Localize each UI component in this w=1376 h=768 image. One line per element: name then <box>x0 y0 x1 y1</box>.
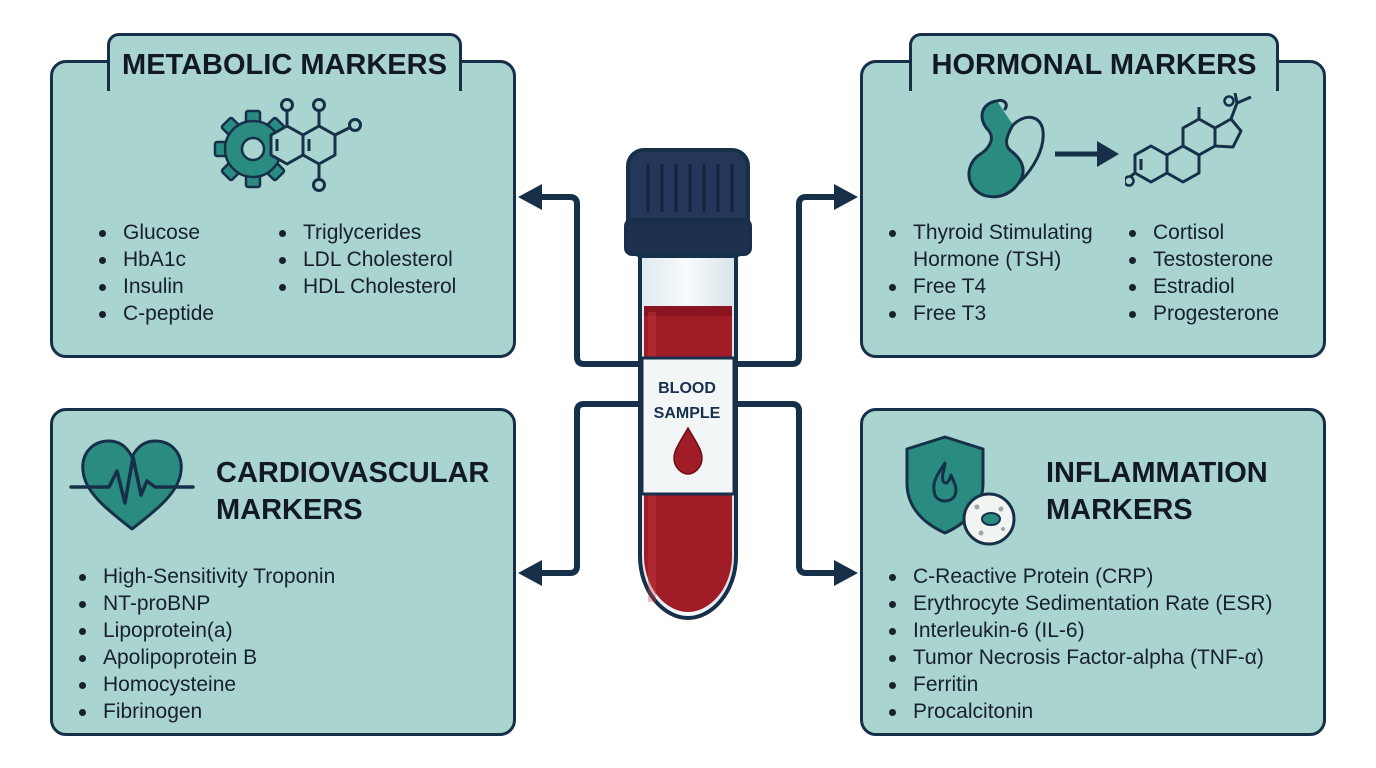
list-item: C-Reactive Protein (CRP) <box>889 563 1272 590</box>
list-item: Glucose <box>99 219 214 246</box>
arrowhead-metabolic <box>518 184 542 210</box>
gear-molecule-icon <box>213 98 362 192</box>
list-item: Erythrocyte Sedimentation Rate (ESR) <box>889 590 1272 617</box>
list-item: NT-proBNP <box>79 590 335 617</box>
list-item: HDL Cholesterol <box>279 273 456 300</box>
metabolic-list-col1: Glucose HbA1c Insulin C-peptide <box>99 219 214 327</box>
cardiovascular-list: High-Sensitivity Troponin NT-proBNP Lipo… <box>79 563 335 725</box>
hormonal-list-col2: Cortisol Testosterone Estradiol Progeste… <box>1129 219 1279 327</box>
arrowhead-cardio <box>518 560 542 586</box>
list-item: Cortisol <box>1129 219 1279 246</box>
metabolic-list-col2: Triglycerides LDL Cholesterol HDL Choles… <box>279 219 456 300</box>
arrow-to-inflam <box>731 401 839 576</box>
hormonal-title: HORMONAL MARKERS <box>909 33 1279 91</box>
list-item: Insulin <box>99 273 214 300</box>
tube-label-line: SAMPLE <box>653 405 721 422</box>
hormonal-markers-panel: HORMONAL MARKERS Thyroid Stimulating Hor… <box>860 33 1326 358</box>
metabolic-title: METABOLIC MARKERS <box>107 33 462 91</box>
list-item: Apolipoprotein B <box>79 644 335 671</box>
list-item: Homocysteine <box>79 671 335 698</box>
list-item: Free T3 <box>889 300 1123 327</box>
list-item: HbA1c <box>99 246 214 273</box>
list-item: Procalcitonin <box>889 698 1272 725</box>
shield-flame-cell-icon <box>905 435 1016 546</box>
heart-pulse-icon <box>69 439 195 531</box>
list-item: Testosterone <box>1129 246 1279 273</box>
list-item: Triglycerides <box>279 219 456 246</box>
list-item: Tumor Necrosis Factor-alpha (TNF-α) <box>889 644 1272 671</box>
list-item: Lipoprotein(a) <box>79 617 335 644</box>
inflammation-title: INFLAMMATION MARKERS <box>1046 455 1268 529</box>
list-item: High-Sensitivity Troponin <box>79 563 335 590</box>
arrow-icon <box>1055 141 1119 167</box>
inflammation-markers-panel: INFLAMMATION MARKERS C-Reactive Protein … <box>860 408 1326 736</box>
tube-label-line: BLOOD <box>658 380 716 397</box>
metabolic-markers-panel: METABOLIC MARKERS <box>50 33 516 358</box>
list-item: Thyroid Stimulating Hormone (TSH) <box>889 219 1123 273</box>
arrowhead-inflam <box>834 560 858 586</box>
title-line: CARDIOVASCULAR <box>216 457 490 489</box>
tube-label: BLOOD SAMPLE <box>644 376 730 426</box>
inflammation-list: C-Reactive Protein (CRP) Erythrocyte Sed… <box>889 563 1272 725</box>
title-line: MARKERS <box>1046 494 1193 526</box>
arrowhead-hormonal <box>834 184 858 210</box>
list-item: Fibrinogen <box>79 698 335 725</box>
list-item: Ferritin <box>889 671 1272 698</box>
list-item: Interleukin-6 (IL-6) <box>889 617 1272 644</box>
arrow-to-cardio <box>537 401 645 576</box>
cardiovascular-markers-panel: CARDIOVASCULAR MARKERS High-Sensitivity … <box>50 408 516 736</box>
arrow-to-metabolic <box>537 194 645 367</box>
gland-icon <box>967 99 1045 199</box>
list-item: LDL Cholesterol <box>279 246 456 273</box>
title-line: MARKERS <box>216 494 363 526</box>
list-item: Progesterone <box>1129 300 1279 327</box>
arrow-to-hormonal <box>731 194 839 367</box>
list-item: Estradiol <box>1129 273 1279 300</box>
steroid-molecule-icon <box>1125 93 1252 187</box>
title-line: INFLAMMATION <box>1046 457 1268 489</box>
cardiovascular-title: CARDIOVASCULAR MARKERS <box>216 455 489 529</box>
list-item: C-peptide <box>99 300 214 327</box>
list-item: Free T4 <box>889 273 1123 300</box>
blood-tube-icon <box>624 148 752 621</box>
hormonal-list-col1: Thyroid Stimulating Hormone (TSH) Free T… <box>889 219 1123 327</box>
